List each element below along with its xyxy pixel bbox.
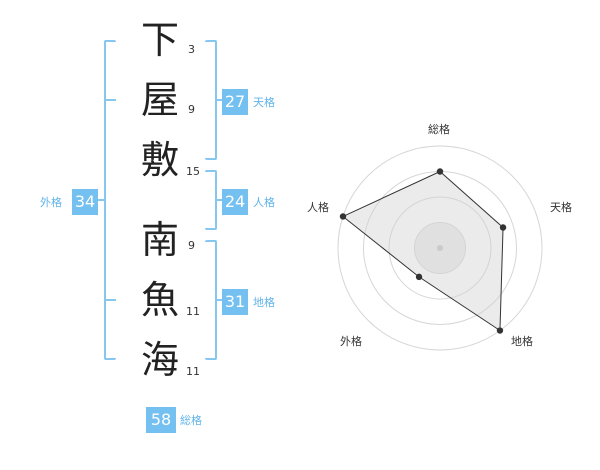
gaikaku-bracket-tick-top xyxy=(104,99,116,101)
stroke-count-2: 9 xyxy=(188,103,195,116)
name-char-6: 海 xyxy=(140,338,179,382)
jinkaku-value: 24 xyxy=(222,189,248,215)
name-char-5: 魚 xyxy=(140,278,179,322)
radar-point-1 xyxy=(436,168,444,175)
radar-axis-label-tenkaku: 天格 xyxy=(550,201,572,214)
radar-axis-label-jinkaku: 人格 xyxy=(307,201,329,214)
tenkaku-value: 27 xyxy=(222,89,248,115)
gaikaku-bracket-tick-bottom xyxy=(104,299,116,301)
gaikaku-value: 34 xyxy=(72,189,98,215)
jinkaku-bracket-connector xyxy=(217,199,223,201)
radar-chart xyxy=(337,145,543,351)
soukaku-value: 58 xyxy=(146,407,176,433)
radar-point-2 xyxy=(499,224,507,231)
radar-grid-ring xyxy=(388,196,492,300)
gaikaku-label: 外格 xyxy=(40,196,62,209)
radar-data-points xyxy=(339,168,507,334)
chikaku-bracket-connector xyxy=(217,299,223,301)
soukaku-label: 総格 xyxy=(180,414,202,427)
stroke-count-6: 11 xyxy=(186,365,200,378)
tenkaku-bracket-connector xyxy=(217,99,223,101)
chikaku-bracket xyxy=(205,240,217,360)
stroke-count-4: 9 xyxy=(188,239,195,252)
name-char-3: 敷 xyxy=(140,138,179,182)
radar-axis-label-chikaku: 地格 xyxy=(511,335,533,348)
stroke-count-5: 11 xyxy=(186,305,200,318)
jinkaku-bracket xyxy=(205,170,217,230)
gaikaku-bracket-connector xyxy=(98,199,104,201)
jinkaku-label: 人格 xyxy=(253,196,275,209)
stroke-count-3: 15 xyxy=(186,165,200,178)
radar-data-polygon xyxy=(342,170,504,332)
tenkaku-label: 天格 xyxy=(253,96,275,109)
name-char-1: 下 xyxy=(140,18,179,62)
stroke-count-1: 3 xyxy=(188,43,195,56)
name-char-4: 南 xyxy=(140,218,179,262)
name-char-2: 屋 xyxy=(140,78,179,122)
gaikaku-bracket xyxy=(104,40,116,360)
tenkaku-bracket xyxy=(205,40,217,160)
radar-point-3 xyxy=(496,327,504,334)
radar-center-dot xyxy=(437,245,443,251)
radar-axis-label-gaikaku: 外格 xyxy=(340,335,362,348)
radar-axis-label-soukaku: 総格 xyxy=(428,123,450,136)
radar-point-5 xyxy=(339,213,347,220)
radar-point-4 xyxy=(415,273,423,281)
chikaku-label: 地格 xyxy=(253,296,275,309)
chikaku-value: 31 xyxy=(222,289,248,315)
radar-grid-ring xyxy=(337,145,543,351)
